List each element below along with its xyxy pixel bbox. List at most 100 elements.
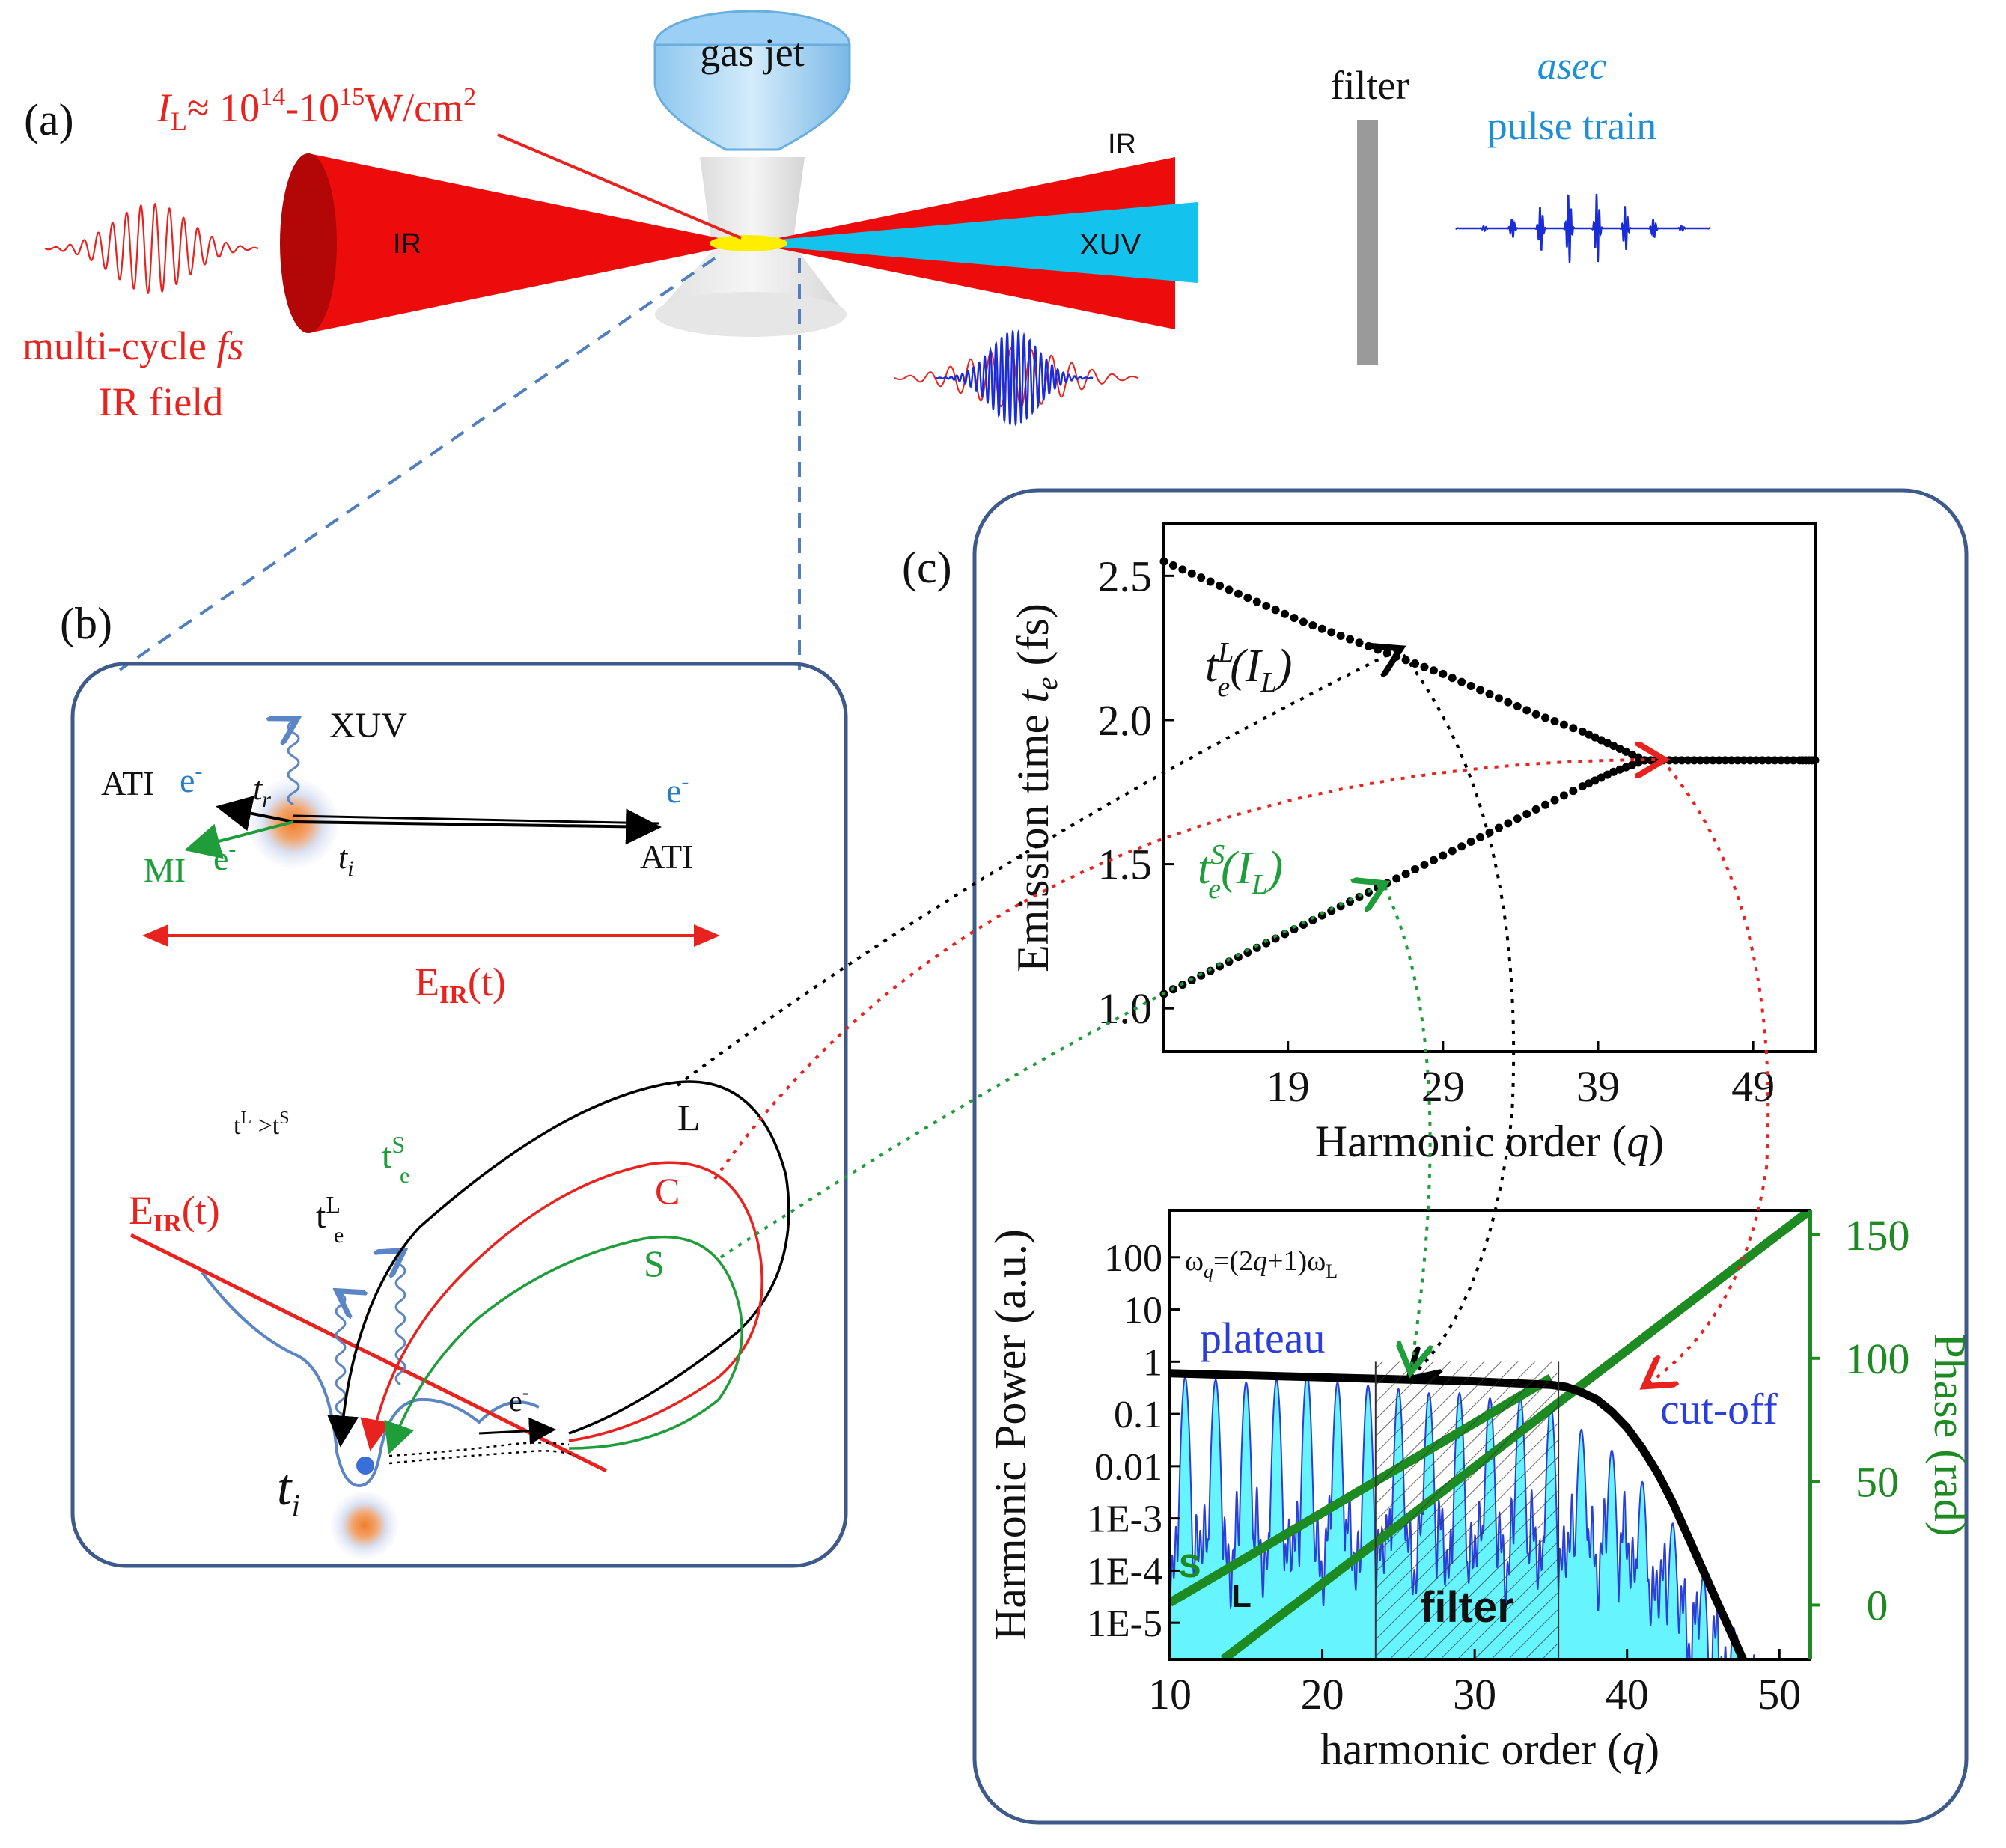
- data-point-long: [1578, 727, 1587, 736]
- te-L-label: tL: [316, 1191, 341, 1236]
- data-point-short: [1569, 787, 1578, 796]
- ir-xuv-waveform-ir: [894, 347, 1138, 409]
- phase-S-label: S: [1179, 1548, 1201, 1585]
- x-tick-label: 39: [1576, 1062, 1620, 1111]
- asec-pulse-train-waveform: [1455, 193, 1711, 263]
- data-point-long: [1178, 565, 1187, 574]
- data-point-long: [1252, 597, 1261, 606]
- multi-cycle-label: multi-cycle fs: [22, 323, 243, 368]
- potential-well: [201, 1271, 540, 1488]
- filter-plate: [1357, 120, 1378, 365]
- data-point-long: [1559, 720, 1568, 729]
- data-point-long: [1420, 662, 1429, 671]
- y2-tick-label: 150: [1845, 1211, 1910, 1260]
- link-L-to-chart: [676, 650, 1398, 1087]
- asec-label: asec: [1537, 45, 1606, 88]
- trajectory-ionization-dotted-2: [388, 1450, 577, 1465]
- data-point-cutoff: [1776, 756, 1785, 765]
- data-point-long: [1522, 706, 1531, 715]
- plateau-label: plateau: [1200, 1314, 1325, 1362]
- y-tick-label: 1: [1143, 1341, 1162, 1384]
- y-tick-label: 2.5: [1098, 552, 1153, 600]
- data-point-short: [1429, 856, 1438, 864]
- data-point-long: [1262, 601, 1271, 610]
- data-point-long: [1609, 742, 1618, 751]
- data-point-short: [1615, 765, 1624, 774]
- y-tick-label: 1.5: [1098, 841, 1153, 889]
- data-point-short: [1628, 760, 1637, 769]
- data-point-long: [1187, 569, 1196, 578]
- data-point-short: [1603, 770, 1612, 779]
- data-point-short: [1621, 763, 1630, 772]
- data-point-cutoff: [1683, 756, 1692, 765]
- x-tick-label: 10: [1148, 1670, 1192, 1719]
- data-point-short: [1578, 782, 1587, 791]
- data-point-long: [1569, 724, 1578, 733]
- trajectory-ionization-dotted: [388, 1442, 570, 1457]
- x-axis-label: Harmonic order (q): [1315, 1117, 1664, 1166]
- data-point-short: [1609, 767, 1618, 776]
- data-point-short: [1541, 800, 1550, 809]
- data-point-short: [1401, 870, 1410, 879]
- data-point-short: [1411, 865, 1420, 874]
- filter-label: filter: [1331, 63, 1409, 108]
- mi-label: MI: [144, 851, 186, 889]
- data-point-short: [1513, 814, 1522, 823]
- data-point-cutoff: [1727, 756, 1736, 765]
- data-point-long: [1628, 750, 1637, 759]
- ir-beam-left: [308, 153, 719, 333]
- data-point-short: [1559, 791, 1568, 800]
- eir-tilted-label: EIR(t): [129, 1188, 220, 1237]
- data-point-long: [1531, 710, 1540, 719]
- data-point-long: [1234, 589, 1243, 598]
- gas-cone-base: [655, 292, 847, 337]
- x-tick-label: 19: [1266, 1062, 1310, 1111]
- y-tick-label: 1.0: [1098, 984, 1153, 1033]
- y2-axis-label: Phase (rad): [1925, 1333, 1975, 1537]
- xuv-top-label: XUV: [329, 706, 407, 745]
- y-tick-label: 0.01: [1094, 1446, 1162, 1489]
- data-point-cutoff: [1715, 756, 1724, 765]
- cutoff-label: cut-off: [1660, 1385, 1778, 1433]
- eir-label: EIR(t): [415, 960, 506, 1009]
- ir-field-label: IR field: [99, 379, 223, 424]
- y2-tick-label: 0: [1867, 1581, 1888, 1629]
- ti-big-label: ti: [277, 1459, 300, 1524]
- trajectory-C: [360, 1161, 763, 1451]
- data-point-cutoff: [1764, 756, 1773, 765]
- data-point-long: [1448, 674, 1457, 683]
- data-point-short: [1476, 832, 1485, 841]
- data-point-short: [1550, 796, 1559, 805]
- xuv-beam: [778, 202, 1198, 283]
- data-point-short: [1466, 838, 1475, 847]
- trajectory-S: [384, 1235, 743, 1455]
- x-tick-label: 40: [1606, 1670, 1649, 1719]
- data-point-cutoff: [1708, 756, 1717, 765]
- data-point-short: [1585, 779, 1594, 788]
- atom-bottom: [331, 1492, 398, 1559]
- data-point-cutoff: [1746, 756, 1755, 765]
- data-point-long: [1159, 557, 1168, 566]
- xuv-photon-L: [336, 1293, 345, 1439]
- link-long-to-spectrum: [1402, 653, 1516, 1377]
- data-point-long: [1541, 713, 1550, 722]
- panel-b-frame: [70, 662, 848, 1568]
- data-point-cutoff: [1770, 756, 1779, 765]
- data-point-long: [1336, 631, 1345, 640]
- ir-field-waveform: [44, 202, 259, 295]
- link-short-to-spectrum: [1383, 886, 1430, 1370]
- data-point-long: [1411, 659, 1420, 668]
- y-tick-label: 2.0: [1098, 696, 1153, 745]
- data-point-short: [1522, 810, 1531, 819]
- y-axis-label: Emission time te (fs): [1008, 603, 1064, 972]
- data-point-long: [1281, 609, 1290, 618]
- te-S-label: tS: [382, 1131, 405, 1176]
- y-axis-label: Harmonic Power (a.u.): [986, 1229, 1035, 1641]
- data-point-long: [1597, 736, 1606, 745]
- data-point-long: [1485, 689, 1494, 698]
